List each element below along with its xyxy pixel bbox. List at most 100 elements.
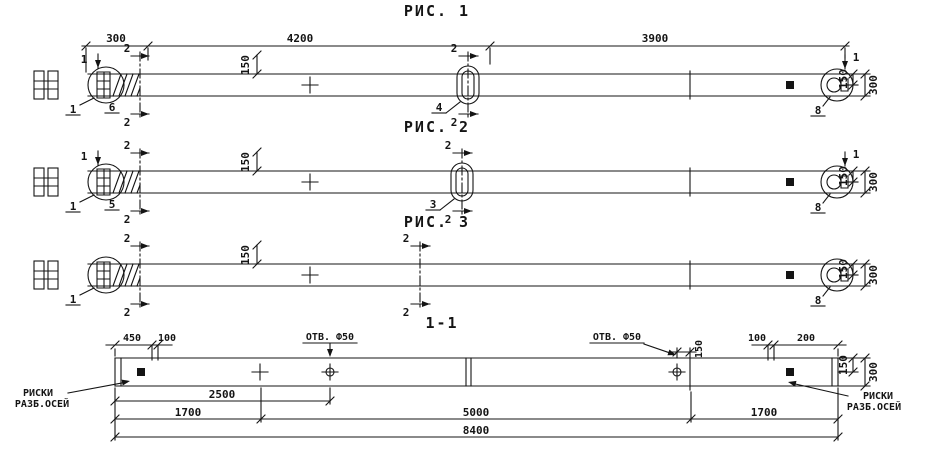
axis-cross: [301, 173, 319, 191]
section-2-mark: 2: [403, 232, 410, 245]
column-section-icon: [33, 70, 59, 100]
section-2-mark: 2: [124, 306, 131, 319]
hole2-callout: ОТВ. Ф50: [589, 332, 678, 359]
section-title: 1-1: [425, 314, 458, 332]
dim-150: 150: [837, 69, 850, 89]
fig2-section2-left: 2 2: [124, 139, 150, 226]
section-2-mark: 2: [124, 42, 131, 55]
detail-5-label: 5: [109, 198, 116, 211]
hole-label: ОТВ. Ф50: [593, 332, 641, 343]
detail-8-label: 8: [815, 201, 822, 214]
fig1-title: РИС. 1: [404, 2, 470, 20]
riski-note-left: РИСКИ РАЗБ.ОСЕЙ: [15, 377, 132, 410]
column-section-icon: [33, 167, 59, 197]
detail-8-label: 8: [815, 104, 822, 117]
plan-right-dims: 150 300: [837, 353, 880, 391]
fig3-dim-150: 150: [239, 240, 262, 269]
fig2-dim-150: 150: [239, 147, 262, 176]
riska-ticks: [151, 345, 775, 361]
axis-cross: [301, 266, 319, 284]
riski-note-line1: РИСКИ: [863, 391, 893, 402]
dim-top-3900: 3900: [642, 32, 669, 45]
hole-1: [321, 363, 339, 381]
fig2-detail8-callout: 8: [810, 193, 831, 214]
fig3-section2-left: 2 2: [124, 232, 150, 319]
dim-1700: 1700: [175, 406, 202, 419]
fig1-section1-right: 1: [841, 51, 860, 70]
top-dimension-chain: 300 4200 3900: [81, 32, 850, 73]
fig3-title: РИС. 3: [404, 213, 470, 231]
section-2-mark: 2: [451, 116, 458, 129]
section-2-mark: 2: [124, 139, 131, 152]
axis-cross: [301, 76, 319, 94]
embed-plate: [786, 271, 794, 279]
dim-100: 100: [748, 333, 766, 344]
figure-3: РИС. 3 1 2 2 150: [33, 213, 880, 319]
hole-2: [668, 363, 686, 381]
detail-8-label: 8: [815, 294, 822, 307]
dim-100: 100: [158, 333, 176, 344]
left-joint-detail: [87, 163, 141, 201]
dim-8400: 8400: [463, 424, 490, 437]
section-1-mark: 1: [853, 148, 860, 161]
dim-top-4200: 4200: [287, 32, 314, 45]
figure-1: РИС. 1 1 6 2 2 1: [33, 2, 880, 129]
riski-note-line1: РИСКИ: [23, 388, 53, 399]
plan-top-left-dims: 450 100: [105, 333, 176, 357]
fig1-section2-left: 2 2: [124, 42, 150, 129]
fig1-detail1-callout: 1: [65, 97, 95, 116]
embed-plate: [137, 368, 145, 376]
embed-plate: [786, 81, 794, 89]
dim-300: 300: [867, 362, 880, 382]
fig1-right-dims: 150 300: [837, 69, 880, 101]
section-2-mark: 2: [445, 139, 452, 152]
section-2-mark: 2: [124, 116, 131, 129]
fig1-left-num-callout: 6: [104, 101, 120, 114]
section-1-mark: 1: [81, 53, 88, 66]
fig1-section1-left: 1: [81, 53, 102, 69]
embed-plate: [786, 178, 794, 186]
fig3-section2-mid: 2 2: [403, 232, 431, 319]
fig2-right-dims: 150 300: [837, 166, 880, 198]
dim-150: 150: [239, 245, 252, 265]
plan-top-right-dims: 100 200: [748, 333, 847, 357]
hole1-callout: ОТВ. Ф50: [302, 332, 358, 358]
riski-note-right: РИСКИ РАЗБ.ОСЕЙ: [786, 378, 901, 413]
axis-cross: [251, 363, 269, 381]
fig2-section1-right: 1: [841, 148, 860, 167]
dim-150: 150: [694, 340, 705, 358]
figure-2: РИС. 2 1 5 2 2 1: [33, 118, 880, 226]
plan-bottom-chains: 2500 1700 5000 1700 8400: [110, 387, 843, 442]
detail-1-label: 1: [70, 293, 77, 306]
riski-note-line2: РАЗБ.ОСЕЙ: [847, 400, 901, 413]
column-section-icon: [33, 260, 59, 290]
left-joint-detail: [87, 256, 141, 294]
section-1-1-view: 1-1: [15, 314, 901, 442]
dim-150: 150: [837, 355, 850, 375]
section-2-mark: 2: [124, 232, 131, 245]
hole2-dim-150: 150: [670, 340, 705, 359]
fig3-right-dims: 150 300: [837, 259, 880, 291]
dim-1700: 1700: [751, 406, 778, 419]
section-1-mark: 1: [853, 51, 860, 64]
dim-5000: 5000: [463, 406, 490, 419]
section-1-mark: 1: [81, 150, 88, 163]
left-joint-detail: [87, 66, 141, 104]
fig2-section1-left: 1: [81, 150, 102, 166]
section-2-mark: 2: [124, 213, 131, 226]
dim-2500: 2500: [209, 388, 236, 401]
fig2-mid-detail: 2 2 3: [425, 139, 474, 226]
dim-300: 300: [867, 265, 880, 285]
section-2-mark: 2: [451, 42, 458, 55]
dim-150: 150: [239, 152, 252, 172]
detail-1-label: 1: [70, 103, 77, 116]
fig2-detail1-callout: 1: [65, 194, 95, 213]
dim-150: 150: [837, 259, 850, 279]
fig3-detail1-callout: 1: [65, 287, 95, 306]
dim-150: 150: [239, 55, 252, 75]
fig1-detail8-callout: 8: [810, 96, 831, 117]
detail-4-label: 4: [436, 101, 443, 114]
dim-150: 150: [837, 166, 850, 186]
fig2-left-num-callout: 5: [104, 198, 120, 211]
